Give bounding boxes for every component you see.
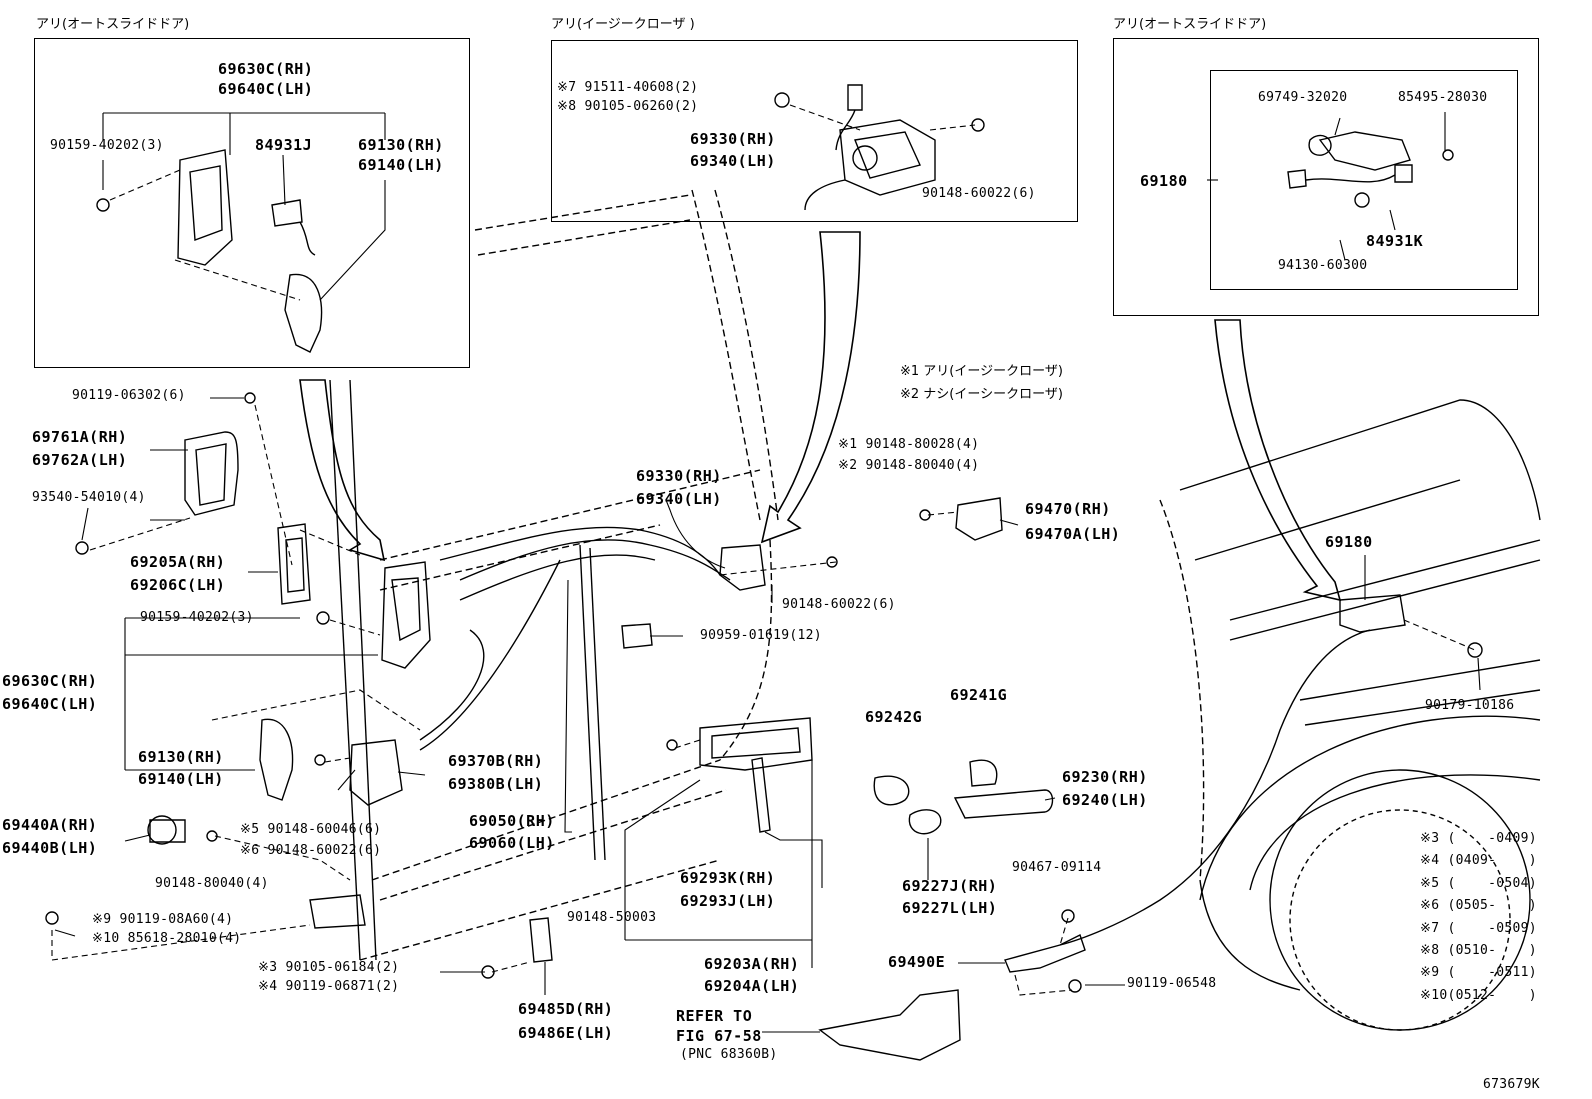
part-85495: 85495-28030 — [1398, 90, 1488, 105]
cables — [419, 526, 1371, 946]
part-69241g: 69241G — [950, 686, 1008, 704]
inset-center-title: アリ(イージークローザ ) — [551, 17, 695, 32]
inset-left-box — [34, 38, 470, 368]
inset-left-title: アリ(オートスライドドア) — [36, 17, 190, 32]
note-10: ※10 85618-28010(4) — [92, 931, 242, 946]
part-69230: 69230(RH) — [1062, 768, 1148, 786]
part-69060: 69060(LH) — [469, 834, 555, 852]
figure-id: 673679K — [1483, 1077, 1540, 1092]
part-84931j: 84931J — [255, 136, 313, 154]
note-3: ※3 90105-06184(2) — [258, 960, 400, 975]
date-row: ※5 ( -0504) — [1420, 875, 1537, 891]
inset-right-inner-box — [1210, 70, 1518, 290]
note-4: ※4 90119-06871(2) — [258, 979, 400, 994]
part-69440b: 69440B(LH) — [2, 839, 98, 857]
part-69486e: 69486E(LH) — [518, 1024, 614, 1042]
date-row: ※9 ( -0511) — [1420, 965, 1537, 981]
part-69380b: 69380B(LH) — [448, 775, 544, 793]
part-69227j: 69227J(RH) — [902, 877, 998, 895]
legend-1: ※1 アリ(イージークローザ) — [900, 364, 1063, 379]
part-69761a: 69761A(RH) — [32, 428, 128, 446]
part-90159-inset: 90159-40202(3) — [50, 138, 164, 153]
part-69470: 69470(RH) — [1025, 500, 1111, 518]
part-69630c-inset: 69630C(RH) — [218, 60, 314, 78]
inset-center-art — [774, 84, 985, 211]
part-69370b: 69370B(RH) — [448, 752, 544, 770]
part-69180-main: 69180 — [1325, 533, 1373, 551]
refer-line-3: (PNC 68360B) — [680, 1047, 778, 1062]
part-69203a: 69203A(RH) — [704, 955, 800, 973]
part-93540: 93540-54010(4) — [32, 490, 146, 505]
part-90148-80040-main: 90148-80040(4) — [155, 876, 269, 891]
part-90148-60022-inset: 90148-60022(6) — [922, 186, 1036, 201]
date-row: ※4 (0409- ) — [1420, 853, 1537, 869]
part-69227l: 69227L(LH) — [902, 899, 998, 917]
part-90148-50003: 90148-50003 — [567, 910, 657, 925]
part-69630c-main: 69630C(RH) — [2, 672, 98, 690]
part-69340-inset: 69340(LH) — [690, 152, 776, 170]
part-69440a: 69440A(RH) — [2, 816, 98, 834]
inset-right-box — [1113, 38, 1539, 316]
inset-right-title: アリ(オートスライドドア) — [1113, 17, 1267, 32]
refer-line-1: REFER TO — [676, 1007, 753, 1025]
date-table: ※3 ( -0409) ※4 (0409- ) ※5 ( -0504) ※6 (… — [1420, 828, 1537, 1007]
pointer-arrows — [299, 231, 1342, 602]
part-69330-main: 69330(RH) — [636, 467, 722, 485]
legend-2: ※2 ナシ(イーシークローザ) — [900, 387, 1063, 402]
part-90467: 90467-09114 — [1012, 860, 1102, 875]
date-row: ※3 ( -0409) — [1420, 831, 1537, 846]
part-69242g: 69242G — [865, 708, 923, 726]
part-69206c: 69206C(LH) — [130, 576, 226, 594]
part-69240: 69240(LH) — [1062, 791, 1148, 809]
part-90119-06548: 90119-06548 — [1127, 976, 1217, 991]
date-row: ※7 ( -0509) — [1420, 920, 1537, 936]
part-69204a: 69204A(LH) — [704, 977, 800, 995]
part-69470a: 69470A(LH) — [1025, 525, 1121, 543]
date-row: ※10(0512- ) — [1420, 987, 1537, 1003]
part-69330-inset: 69330(RH) — [690, 130, 776, 148]
part-69050: 69050(RH) — [469, 812, 555, 830]
part-84931k: 84931K — [1366, 232, 1424, 250]
part-69293j: 69293J(LH) — [680, 892, 776, 910]
part-69490e: 69490E — [888, 953, 946, 971]
part-90159-main: 90159-40202(3) — [140, 610, 254, 625]
rear-quarter-outline — [1159, 399, 1541, 1031]
part-69205a: 69205A(RH) — [130, 553, 226, 571]
part-69640c-inset: 69640C(LH) — [218, 80, 314, 98]
refer-line-2: FIG 67-58 — [676, 1027, 762, 1045]
part-69130-inset: 69130(RH) — [358, 136, 444, 154]
date-row: ※8 (0510- ) — [1420, 943, 1537, 959]
note-5: ※5 90148-60046(6) — [240, 822, 382, 837]
part-69130-main: 69130(RH) — [138, 748, 224, 766]
leader-lines — [54, 112, 1481, 1033]
part-69140-inset: 69140(LH) — [358, 156, 444, 174]
part-69340-main: 69340(LH) — [636, 490, 722, 508]
components — [45, 392, 1483, 1061]
date-row: ※6 (0505- ) — [1420, 898, 1537, 914]
note-1: ※1 90148-80028(4) — [838, 437, 980, 452]
part-69640c-main: 69640C(LH) — [2, 695, 98, 713]
part-90148-60022-main: 90148-60022(6) — [782, 597, 896, 612]
note-7: ※7 91511-40608(2) — [557, 80, 699, 95]
inset-left-art — [96, 149, 323, 353]
part-69180-inset: 69180 — [1140, 172, 1188, 190]
part-69140-main: 69140(LH) — [138, 770, 224, 788]
note-6: ※6 90148-60022(6) — [240, 843, 382, 858]
part-90119-06302: 90119-06302(6) — [72, 388, 186, 403]
note-8: ※8 90105-06260(2) — [557, 99, 699, 114]
part-90959: 90959-01619(12) — [700, 628, 822, 643]
part-94130: 94130-60300 — [1278, 258, 1368, 273]
part-69293k: 69293K(RH) — [680, 869, 776, 887]
dashed-lines — [51, 104, 1476, 996]
inset-right-art — [1287, 131, 1454, 208]
inset-center-box — [551, 40, 1078, 222]
part-90179: 90179-10186 — [1425, 698, 1515, 713]
part-69485d: 69485D(RH) — [518, 1000, 614, 1018]
part-69762a: 69762A(LH) — [32, 451, 128, 469]
note-2: ※2 90148-80040(4) — [838, 458, 980, 473]
note-9: ※9 90119-08A60(4) — [92, 912, 234, 927]
part-69749: 69749-32020 — [1258, 90, 1348, 105]
